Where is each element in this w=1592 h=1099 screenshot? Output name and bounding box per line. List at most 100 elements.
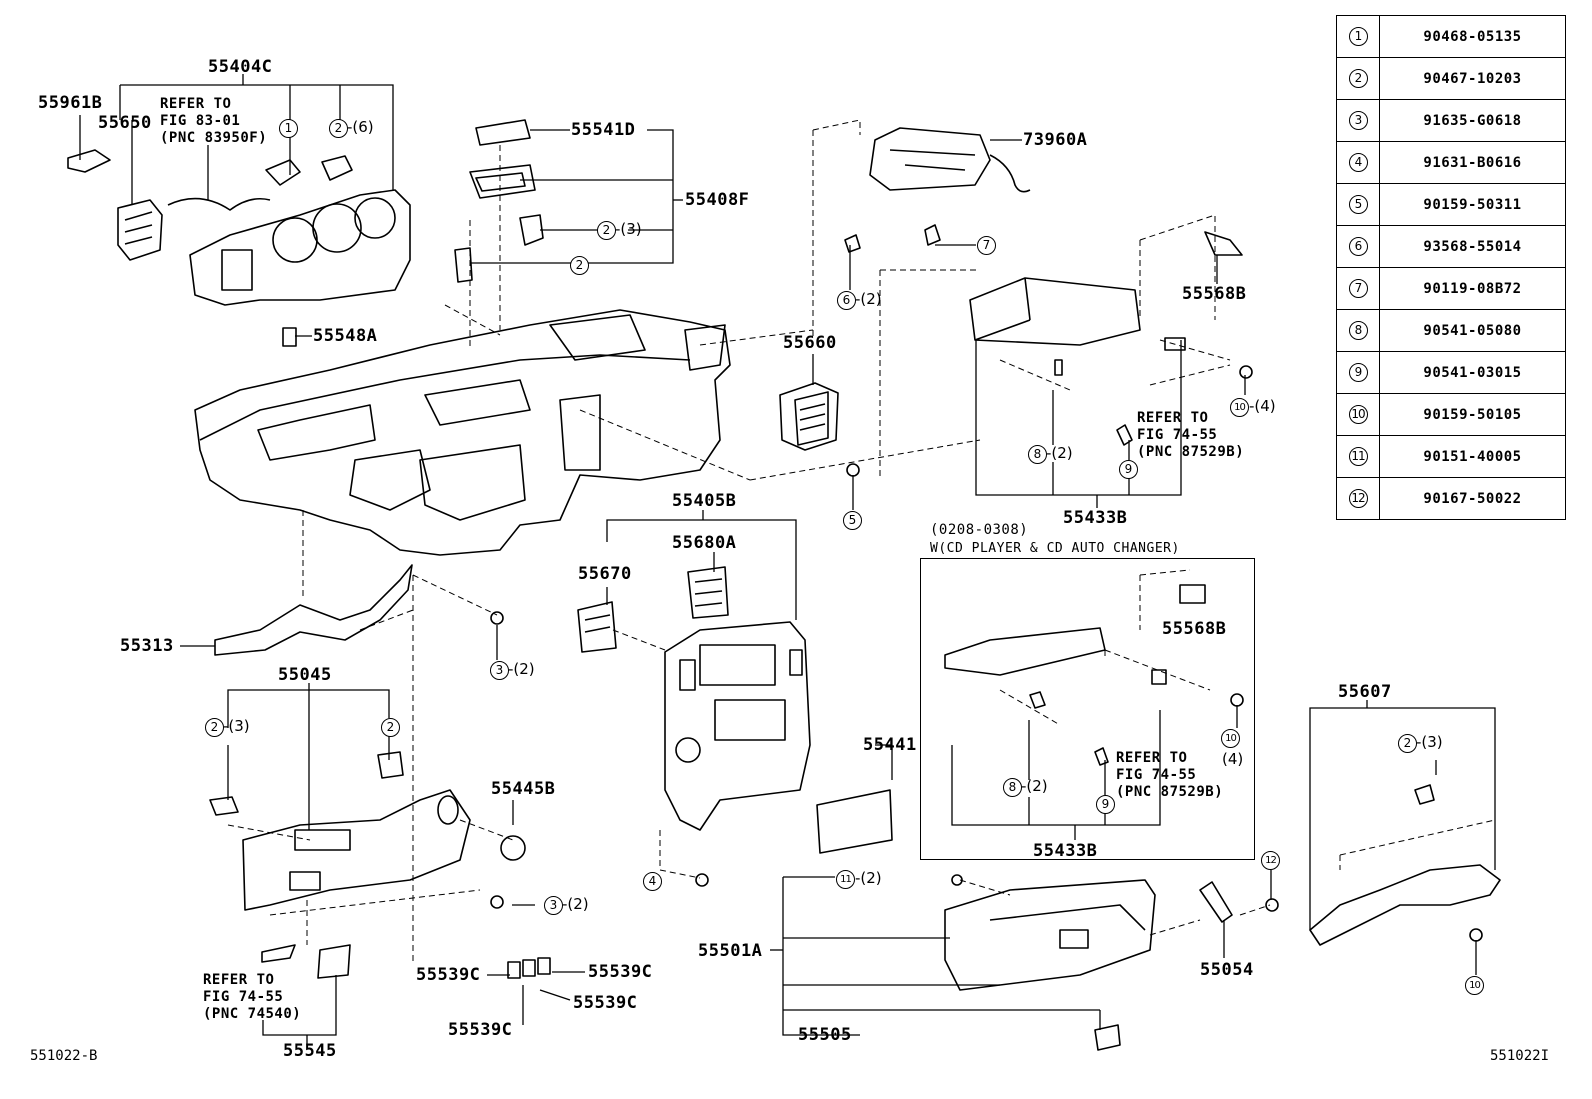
callout-2: 2 bbox=[597, 221, 616, 240]
legend-part-number: 90159-50311 bbox=[1379, 183, 1566, 226]
legend-row: 11 90151-40005 bbox=[1336, 435, 1566, 478]
legend-row: 8 90541-05080 bbox=[1336, 309, 1566, 352]
qty-10-4: (4) bbox=[1222, 750, 1244, 768]
callout-3: 3 bbox=[544, 896, 563, 915]
figure-code-right: 551022I bbox=[1490, 1048, 1550, 1064]
part-label-55568B-cd: 55568B bbox=[1162, 619, 1227, 639]
legend-row: 3 91635-G0618 bbox=[1336, 99, 1566, 142]
callout-6: 6 bbox=[837, 291, 856, 310]
callout-2: 2 bbox=[329, 119, 348, 138]
callout-1: 1 bbox=[279, 119, 298, 138]
legend-part-number: 90119-08B72 bbox=[1379, 267, 1566, 310]
callout-2: 2 bbox=[381, 718, 400, 737]
part-label-55404C: 55404C bbox=[208, 57, 273, 77]
legend-part-number: 90541-05080 bbox=[1379, 309, 1566, 352]
legend-part-number: 90468-05135 bbox=[1379, 15, 1566, 58]
part-label-55545: 55545 bbox=[283, 1041, 337, 1061]
part-label-55539C-bottom: 55539C bbox=[448, 1020, 513, 1040]
legend-callout: 10 bbox=[1348, 405, 1368, 424]
callout-11: 11 bbox=[836, 870, 855, 889]
part-label-55548A: 55548A bbox=[313, 326, 378, 346]
part-label-55541D: 55541D bbox=[571, 120, 636, 140]
part-label-55539C-lower: 55539C bbox=[573, 993, 638, 1013]
legend-callout: 6 bbox=[1348, 237, 1368, 256]
part-label-55045: 55045 bbox=[278, 665, 332, 685]
callout-9: 9 bbox=[1096, 795, 1115, 814]
part-label-55441: 55441 bbox=[863, 735, 917, 755]
callout-7: 7 bbox=[977, 236, 996, 255]
part-label-55568B-top: 55568B bbox=[1182, 284, 1247, 304]
part-label-55054: 55054 bbox=[1200, 960, 1254, 980]
cd-box-date-range: (0208-0308) bbox=[930, 522, 1029, 538]
part-label-55961B: 55961B bbox=[38, 93, 103, 113]
cd-box-condition: W(CD PLAYER & CD AUTO CHANGER) bbox=[930, 541, 1180, 556]
note-refer-fig-74-55-cd: REFER TO FIG 74-55 (PNC 87529B) bbox=[1116, 750, 1224, 800]
qty-8-2: -(2) bbox=[1021, 777, 1048, 795]
qty-2-3: -(3) bbox=[615, 220, 642, 238]
part-label-55408F: 55408F bbox=[685, 190, 750, 210]
legend-callout: 8 bbox=[1348, 321, 1368, 340]
legend-row: 4 91631-B0616 bbox=[1336, 141, 1566, 184]
part-label-55433B-cd: 55433B bbox=[1033, 841, 1098, 861]
qty-2-3: -(3) bbox=[223, 717, 250, 735]
part-label-55539C-left: 55539C bbox=[416, 965, 481, 985]
note-refer-fig-83-01: REFER TO FIG 83-01 (PNC 83950F) bbox=[160, 96, 268, 146]
part-label-55607: 55607 bbox=[1338, 682, 1392, 702]
qty-3-2: -(2) bbox=[562, 895, 589, 913]
legend-part-number: 91631-B0616 bbox=[1379, 141, 1566, 184]
callout-12: 12 bbox=[1261, 851, 1280, 870]
callout-10: 10 bbox=[1465, 976, 1484, 995]
qty-2-6: -(6) bbox=[347, 118, 374, 136]
legend-part-number: 90541-03015 bbox=[1379, 351, 1566, 394]
cd-changer-variant-frame bbox=[920, 558, 1255, 860]
callout-8: 8 bbox=[1028, 445, 1047, 464]
callout-4: 4 bbox=[643, 872, 662, 891]
callout-3: 3 bbox=[490, 661, 509, 680]
callout-10: 10 bbox=[1230, 398, 1249, 417]
callout-2: 2 bbox=[205, 718, 224, 737]
callout-8: 8 bbox=[1003, 778, 1022, 797]
legend-row: 2 90467-10203 bbox=[1336, 57, 1566, 100]
note-refer-fig-74-55-74540: REFER TO FIG 74-55 (PNC 74540) bbox=[203, 972, 302, 1022]
legend-callout: 4 bbox=[1348, 153, 1368, 172]
part-label-55539C-right: 55539C bbox=[588, 962, 653, 982]
part-label-55505: 55505 bbox=[798, 1025, 852, 1045]
part-label-55445B: 55445B bbox=[491, 779, 556, 799]
part-label-55501A: 55501A bbox=[698, 941, 763, 961]
part-label-55650: 55650 bbox=[98, 113, 152, 133]
callout-2: 2 bbox=[1398, 734, 1417, 753]
part-label-55313: 55313 bbox=[120, 636, 174, 656]
legend-callout: 12 bbox=[1348, 489, 1368, 508]
callout-9: 9 bbox=[1119, 460, 1138, 479]
qty-11-2: -(2) bbox=[855, 869, 882, 887]
legend-callout: 2 bbox=[1348, 69, 1368, 88]
part-label-55433B-top: 55433B bbox=[1063, 508, 1128, 528]
qty-2-3: -(3) bbox=[1416, 733, 1443, 751]
legend-callout: 3 bbox=[1348, 111, 1368, 130]
part-label-73960A: 73960A bbox=[1023, 130, 1088, 150]
legend-part-number: 90151-40005 bbox=[1379, 435, 1566, 478]
legend-callout: 11 bbox=[1348, 447, 1368, 466]
legend-part-number: 90467-10203 bbox=[1379, 57, 1566, 100]
part-label-55405B: 55405B bbox=[672, 491, 737, 511]
note-refer-fig-74-55-top: REFER TO FIG 74-55 (PNC 87529B) bbox=[1137, 410, 1245, 460]
part-label-55660: 55660 bbox=[783, 333, 837, 353]
legend-callout: 9 bbox=[1348, 363, 1368, 382]
legend-row: 6 93568-55014 bbox=[1336, 225, 1566, 268]
legend-part-number: 93568-55014 bbox=[1379, 225, 1566, 268]
callout-5: 5 bbox=[843, 511, 862, 530]
figure-code-left: 551022-B bbox=[30, 1048, 98, 1064]
qty-8-2: -(2) bbox=[1046, 444, 1073, 462]
callout-2: 2 bbox=[570, 256, 589, 275]
legend-part-number: 91635-G0618 bbox=[1379, 99, 1566, 142]
callout-10: 10 bbox=[1221, 729, 1240, 748]
qty-6-2: -(2) bbox=[855, 290, 882, 308]
